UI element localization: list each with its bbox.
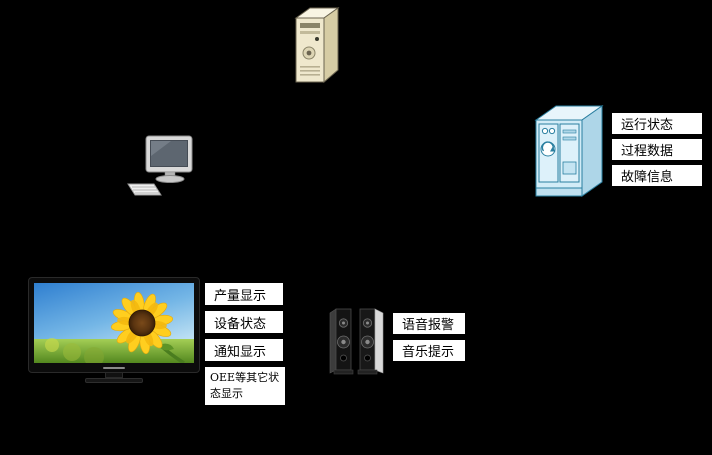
tv-display-item: 产量显示 bbox=[204, 282, 284, 306]
tv-frame bbox=[28, 277, 200, 373]
machine-status-item: 过程数据 bbox=[611, 138, 703, 161]
industrial-machine-icon bbox=[528, 100, 608, 204]
tv-display-item: 设备状态 bbox=[204, 310, 284, 334]
tv-display-icon bbox=[28, 277, 200, 383]
machine-status-item: 运行状态 bbox=[611, 112, 703, 135]
tv-stand-neck bbox=[105, 373, 123, 378]
machine-status-item: 故障信息 bbox=[611, 164, 703, 187]
machine-status-labels: 运行状态 过程数据 故障信息 bbox=[611, 112, 703, 187]
tv-display-item: OEE等其它状态显示 bbox=[204, 366, 286, 406]
server-tower-icon bbox=[286, 6, 348, 92]
speakers-icon bbox=[322, 306, 392, 382]
sunflower-image bbox=[34, 283, 194, 363]
tv-brand-logo bbox=[103, 367, 125, 369]
tv-stand-base bbox=[85, 378, 143, 383]
audio-item: 语音报警 bbox=[392, 312, 466, 335]
audio-labels: 语音报警 音乐提示 bbox=[392, 312, 466, 362]
tv-display-labels: 产量显示 设备状态 通知显示 OEE等其它状态显示 bbox=[204, 282, 286, 406]
tv-display-item: 通知显示 bbox=[204, 338, 284, 362]
audio-item: 音乐提示 bbox=[392, 339, 466, 362]
desktop-computer-icon bbox=[124, 134, 198, 204]
